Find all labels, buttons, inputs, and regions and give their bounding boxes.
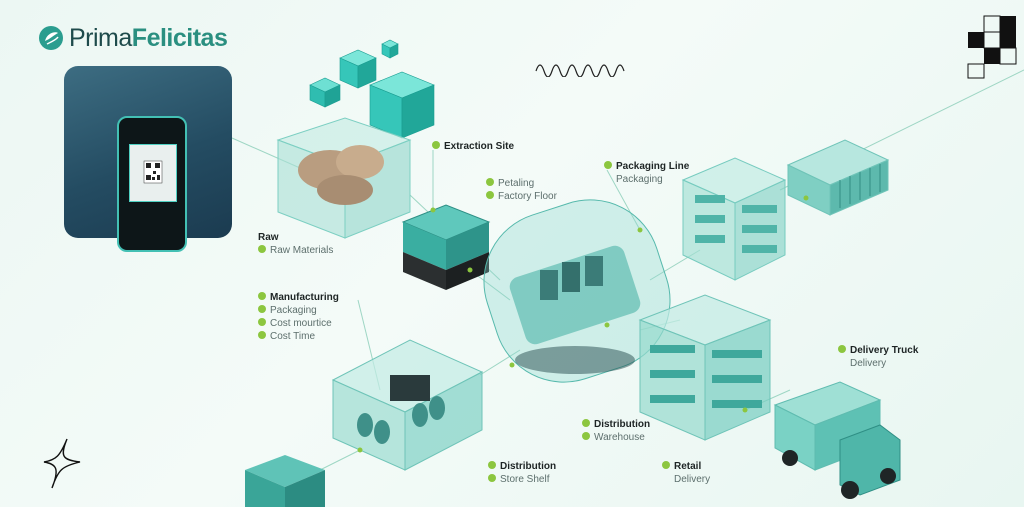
phone-scanner [117, 116, 187, 252]
check-icon [258, 331, 266, 339]
packaging-line-cube [681, 157, 787, 281]
check-icon [604, 161, 612, 169]
stage-packaging-line: Packaging Line Packaging [604, 160, 689, 186]
stage-factory: Petaling Factory Floor [486, 177, 557, 203]
shelf-box [245, 455, 325, 507]
check-icon [432, 141, 440, 149]
check-icon [486, 191, 494, 199]
check-icon [486, 178, 494, 186]
stage-manufacturing: Manufacturing Packaging Cost mourtice Co… [258, 291, 339, 343]
check-icon [488, 474, 496, 482]
raw-materials-cube [276, 117, 412, 239]
checker-pattern-icon [967, 15, 1017, 79]
check-icon [258, 245, 266, 253]
manufacturing-box [331, 339, 484, 471]
container-block [786, 139, 890, 216]
check-icon [258, 292, 266, 300]
factory-capsule [483, 199, 671, 383]
brand-name-part2: Felicitas [131, 23, 228, 52]
extraction-machine [401, 204, 491, 290]
stage-delivery-truck: Delivery Truck Delivery [838, 344, 918, 370]
stage-raw: Raw Raw Materials [258, 232, 334, 256]
check-icon [662, 461, 670, 469]
check-icon [258, 318, 266, 326]
qr-code-icon [129, 144, 177, 202]
delivery-truck [773, 381, 901, 499]
globe-leaf-icon [39, 26, 63, 50]
stage-retail: Retail Delivery [662, 460, 710, 486]
wave-icon [535, 64, 625, 77]
check-icon [258, 305, 266, 313]
check-icon [582, 419, 590, 427]
check-icon [488, 461, 496, 469]
stage-extraction-site: Extraction Site [432, 140, 514, 153]
warehouse-rack [638, 294, 772, 441]
check-icon [838, 345, 846, 353]
floating-cubes [309, 39, 435, 139]
stage-distribution-store-shelf: Distribution Store Shelf [488, 460, 556, 486]
stage-distribution-warehouse: Distribution Warehouse [582, 418, 650, 444]
check-icon [582, 432, 590, 440]
brand-name-part1: Prima [69, 23, 132, 52]
sparkle-star-icon [43, 438, 81, 489]
